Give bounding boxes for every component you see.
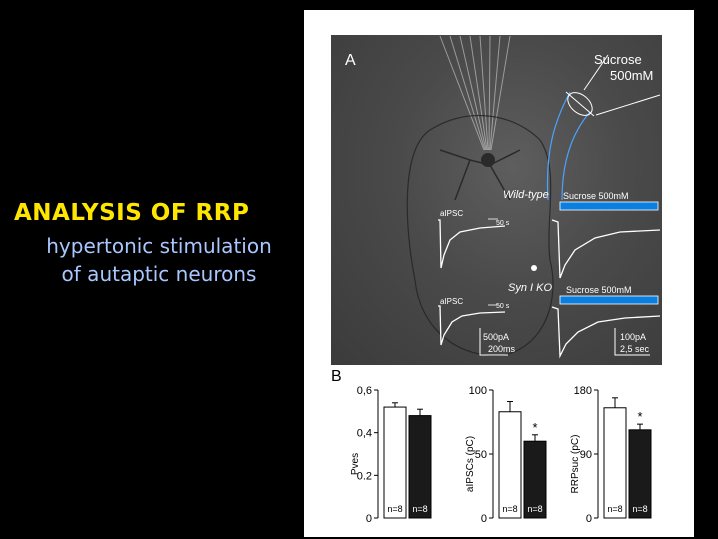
scalebar-right-time: 2,5 sec xyxy=(620,344,650,354)
pipette-end xyxy=(565,91,595,117)
ko-stimulus-label: Sucrose 500mM xyxy=(566,285,632,295)
panel-a-label: A xyxy=(345,52,356,69)
wt-scale-50-label: 50 s xyxy=(496,220,510,227)
slide-title: ANALYSIS OF RRP xyxy=(14,200,250,226)
sucrose-pipette-line-1 xyxy=(546,91,571,201)
significance-star: * xyxy=(637,409,642,424)
ko-trace-label: aIPSC xyxy=(440,297,464,306)
pipette-guide-1 xyxy=(583,54,609,91)
wt-sucrose-trace xyxy=(551,219,661,279)
y-tick-label: 100 xyxy=(469,385,487,397)
sucrose-pipette-line-2 xyxy=(561,111,591,201)
y-axis-label: aIPSCs (pC) xyxy=(465,436,476,492)
y-tick-label: 0,6 xyxy=(357,385,372,397)
y-tick-label: 180 xyxy=(574,385,592,397)
bar-syn-ko xyxy=(408,415,432,519)
ko-scale-50-label: 50 s xyxy=(496,303,510,310)
n-label: n=8 xyxy=(527,504,542,514)
panel-b-label: B xyxy=(331,368,342,385)
slide-subtitle-line2: of autaptic neurons xyxy=(61,262,257,286)
y-tick-label: 0.2 xyxy=(357,470,372,482)
y-axis-label: RRPsuc (pC) xyxy=(570,435,581,494)
y-axis-label: Pves xyxy=(350,453,361,475)
neuron-dendrite xyxy=(439,149,521,201)
bar-wild-type xyxy=(603,407,627,519)
y-tick-label: 0 xyxy=(366,513,372,525)
ko-aipsc-trace xyxy=(438,305,506,346)
n-label: n=8 xyxy=(502,504,517,514)
pipette-label-line1: Sucrose xyxy=(594,52,642,67)
y-tick-label: 50 xyxy=(475,449,487,461)
wt-sucrose-bar xyxy=(559,201,659,211)
pipette-glow xyxy=(439,35,511,151)
pipette-guide-2 xyxy=(595,94,661,116)
ko-sucrose-bar xyxy=(559,295,659,305)
n-label: n=8 xyxy=(412,504,427,514)
y-tick-label: 0 xyxy=(586,513,592,525)
scalebar-right xyxy=(614,328,650,356)
slide-subtitle-line1: hypertonic stimulation xyxy=(46,234,272,258)
wt-aipsc-trace xyxy=(438,219,506,269)
bar-wild-type xyxy=(383,406,407,519)
pipette-tip xyxy=(567,92,593,116)
pipette-label-line2: 500mM xyxy=(610,68,654,83)
wt-genotype-label: Wild-type xyxy=(503,189,549,201)
significance-star: * xyxy=(532,420,537,435)
bar-wild-type xyxy=(498,411,522,519)
scalebar-right-amp: 100pA xyxy=(620,332,647,342)
bright-spot xyxy=(531,265,537,271)
y-tick-label: 0,4 xyxy=(357,428,372,440)
scalebar-left xyxy=(479,328,508,356)
wt-trace-label: aIPSC xyxy=(440,209,464,218)
panel-b-charts: 0,6 0,4 0.2 0 Pves n=8 n=8 100 50 0 aIPSCs (pC) n=8… xyxy=(350,385,652,525)
n-label: n=8 xyxy=(632,504,647,514)
ko-sucrose-trace xyxy=(551,306,661,359)
n-label: n=8 xyxy=(387,504,402,514)
scalebar-left-amp: 500pA xyxy=(483,332,510,342)
n-label: n=8 xyxy=(607,504,622,514)
scalebar-left-time: 200ms xyxy=(488,344,516,354)
ko-genotype-label: Syn I KO xyxy=(508,282,553,294)
soma xyxy=(481,153,495,167)
micrograph xyxy=(331,35,662,365)
y-tick-label: 0 xyxy=(481,513,487,525)
wt-stimulus-label: Sucrose 500mM xyxy=(563,191,629,201)
neuron-outline xyxy=(406,114,554,357)
y-tick-label: 90 xyxy=(580,449,592,461)
